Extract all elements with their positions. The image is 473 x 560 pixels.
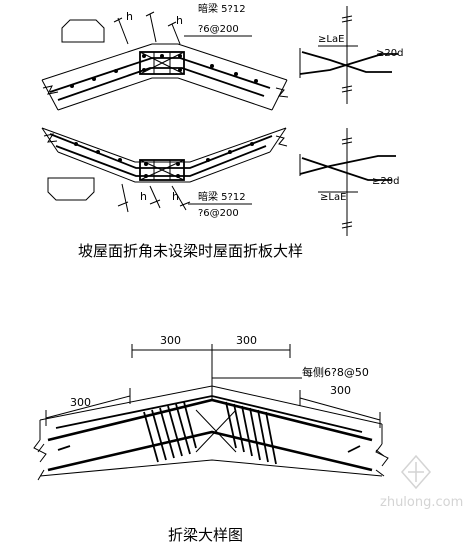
lae-label-lower: ≥LaE bbox=[320, 192, 346, 203]
dim-h-2-upper: h bbox=[176, 14, 183, 27]
watermark-logo: zhulong.com bbox=[380, 454, 463, 510]
hidden-beam-upper bbox=[139, 51, 185, 75]
stirrup-label-lower: ?6@200 bbox=[198, 208, 239, 219]
stirrup-label-upper: ?6@200 bbox=[198, 24, 239, 35]
beam-label-lower: 暗梁 5?12 bbox=[198, 190, 246, 203]
lae-label-upper: ≥LaE bbox=[318, 34, 344, 45]
folded-beam-detail: 300 300 每侧6?8@50 bbox=[33, 334, 389, 481]
dim-300-right: 300 bbox=[236, 334, 257, 347]
hidden-beam-lower bbox=[139, 159, 185, 181]
dim-300-left: 300 bbox=[160, 334, 181, 347]
lower-slab-detail: h h 暗梁 5?12 ?6@200 bbox=[41, 127, 288, 219]
dim-300-slope-left: 300 bbox=[70, 396, 91, 409]
stirrup-label-beam: 每侧6?8@50 bbox=[302, 365, 369, 379]
dim-h-1-upper: h bbox=[126, 10, 133, 23]
stirrups-left bbox=[143, 401, 197, 463]
upper-slab-detail: h h 暗梁 5?12 ?6@200 bbox=[41, 2, 289, 111]
watermark-text: zhulong.com bbox=[380, 495, 463, 510]
hook-label-upper: ≥20d bbox=[376, 48, 403, 59]
dim-h-1-lower: h bbox=[140, 190, 147, 203]
dim-300-slope-right: 300 bbox=[330, 384, 351, 397]
rebar-dots-lower bbox=[74, 142, 254, 178]
section-symbol-lower bbox=[47, 177, 95, 201]
title-folded-beam: 折梁大样图 bbox=[168, 526, 243, 544]
title-folded-slab: 坡屋面折角未设梁时屋面折板大样 bbox=[78, 242, 303, 260]
beam-label-upper: 暗梁 5?12 bbox=[198, 2, 246, 15]
section-symbol-upper bbox=[61, 19, 105, 43]
rebar-dots-upper bbox=[70, 54, 258, 88]
stirrups-right bbox=[225, 401, 277, 465]
anchor-detail-upper: ≥LaE ≥20d bbox=[299, 6, 403, 104]
anchor-detail-lower: ≥LaE ≥20d bbox=[299, 128, 399, 236]
hook-label-lower: ≥20d bbox=[372, 176, 399, 187]
dim-h-2-lower: h bbox=[172, 190, 179, 203]
